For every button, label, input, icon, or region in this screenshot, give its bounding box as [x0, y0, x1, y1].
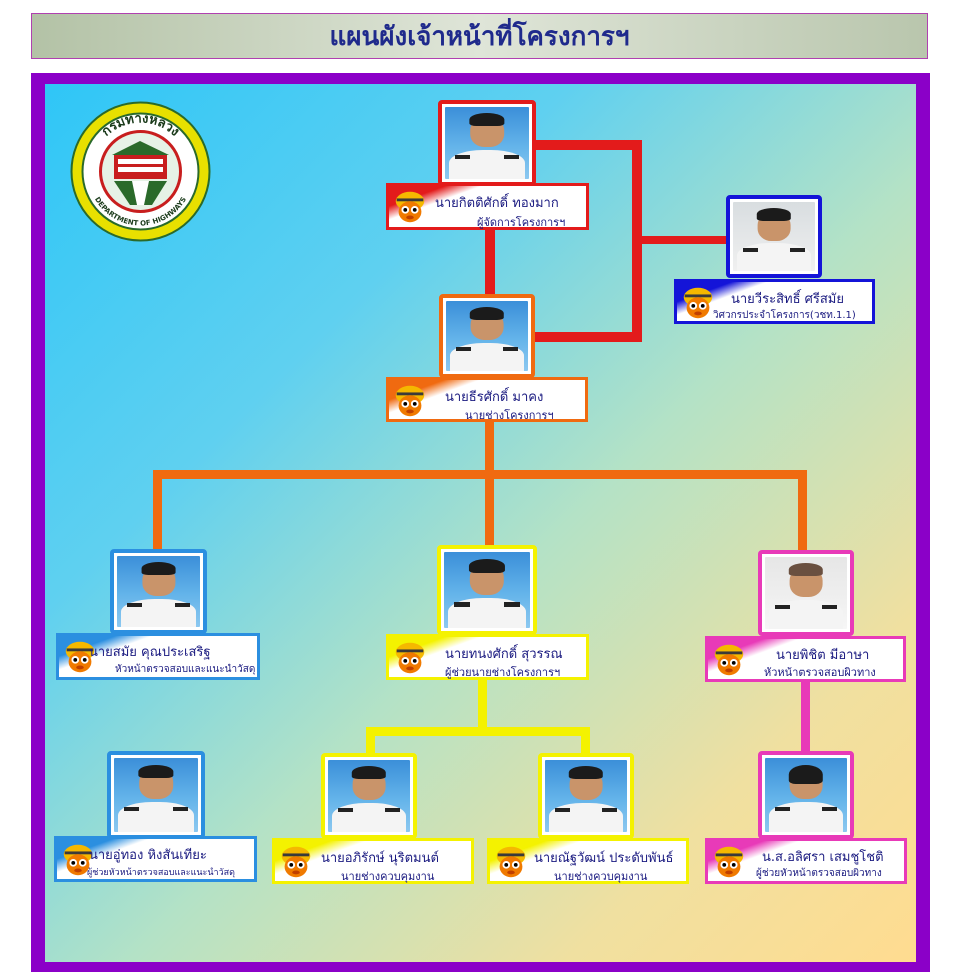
name-card-pavement-head: นายพิชิต มีอาษา หัวหน้าตรวจสอบผิวทาง — [705, 636, 906, 682]
staff-name-assistant-materials-head: นายอู่ทอง หิงสันเทียะ — [89, 848, 207, 863]
staff-name-assistant-technician: นายทนงศักดิ์ สุวรรณ — [445, 647, 563, 662]
name-card-engineer: นายวีระสิทธิ์ ศรีสมัย วิศวกรประจำโครงการ… — [674, 279, 875, 324]
title-bar: แผนผังเจ้าหน้าที่โครงการฯ — [31, 13, 928, 59]
page-title: แผนผังเจ้าหน้าที่โครงการฯ — [329, 21, 630, 52]
mascot-icon — [395, 642, 425, 674]
mascot-icon — [65, 641, 95, 673]
portrait-technician — [446, 301, 528, 371]
photo-frame-technician — [439, 294, 535, 378]
photo-frame-assistant-technician — [437, 545, 537, 635]
photo-frame-manager — [438, 100, 536, 186]
name-card-materials-head: นายสมัย คุณประเสริฐ หัวหน้าตรวจสอบและแนะ… — [56, 633, 260, 680]
portrait-inspector-1 — [328, 760, 410, 832]
photo-frame-inspector-1 — [321, 753, 417, 839]
staff-role-inspector-2: นายช่างควบคุมงาน — [554, 870, 648, 883]
connector-orange-left — [153, 470, 162, 550]
photo-frame-materials-head — [110, 549, 207, 634]
mascot-icon — [683, 287, 713, 319]
connector-orange-vertical — [485, 421, 494, 548]
connector-red-vertical — [485, 228, 495, 298]
staff-name-assistant-pavement-head: น.ส.อลิศรา เสมชูโชติ — [762, 850, 884, 865]
name-card-manager: นายกิตติศักดิ์ ทองมาก ผู้จัดการโครงการฯ — [386, 183, 589, 230]
connector-yellow-horizontal — [366, 727, 590, 736]
portrait-inspector-2 — [545, 760, 627, 832]
portrait-pavement-head — [765, 557, 847, 629]
connector-yellow-vertical — [478, 678, 487, 728]
connector-red-bottom — [532, 332, 642, 342]
mascot-icon — [714, 644, 744, 676]
staff-name-inspector-2: นายณัฐวัฒน์ ประดับพันธ์ — [534, 851, 674, 866]
staff-role-technician: นายช่างโครงการฯ — [465, 409, 554, 422]
name-card-technician: นายธีรศักดิ์ มาคง นายช่างโครงการฯ — [386, 377, 588, 422]
staff-name-inspector-1: นายอภิรักษ์ นุริตมนต์ — [321, 851, 439, 866]
photo-frame-engineer — [726, 195, 822, 278]
connector-orange-right — [798, 470, 807, 550]
mascot-icon — [395, 385, 425, 417]
staff-name-manager: นายกิตติศักดิ์ ทองมาก — [435, 196, 559, 211]
staff-role-assistant-materials-head: ผู้ช่วยหัวหน้าตรวจสอบและแนะนำวัสดุ — [87, 868, 235, 878]
portrait-assistant-pavement-head — [765, 758, 847, 832]
name-card-assistant-pavement-head: น.ส.อลิศรา เสมชูโชติ ผู้ช่วยหัวหน้าตรวจส… — [705, 838, 907, 884]
mascot-icon — [496, 846, 526, 878]
staff-role-engineer: วิศวกรประจำโครงการ(วชท.1.1) — [713, 310, 856, 321]
staff-role-assistant-pavement-head: ผู้ช่วยหัวหน้าตรวจสอบผิวทาง — [756, 868, 882, 879]
staff-role-assistant-technician: ผู้ช่วยนายช่างโครงการฯ — [445, 666, 561, 679]
name-card-assistant-technician: นายทนงศักดิ์ สุวรรณ ผู้ช่วยนายช่างโครงกา… — [386, 634, 589, 680]
photo-frame-assistant-pavement-head — [758, 751, 854, 839]
highways-department-logo: กรมทางหลวง DEPARTMENT OF HIGHWAYS — [70, 101, 211, 242]
mascot-icon — [395, 191, 425, 223]
connector-yellow-right — [581, 727, 590, 755]
mascot-icon — [281, 846, 311, 878]
staff-name-technician: นายธีรศักดิ์ มาคง — [445, 390, 544, 405]
staff-role-inspector-1: นายช่างควบคุมงาน — [341, 870, 435, 883]
staff-name-pavement-head: นายพิชิต มีอาษา — [776, 648, 870, 663]
mascot-icon — [63, 844, 93, 876]
portrait-engineer — [733, 202, 815, 271]
staff-role-materials-head: หัวหน้าตรวจสอบและแนะนำวัสดุ — [115, 664, 256, 675]
portrait-manager — [445, 107, 529, 179]
staff-role-manager: ผู้จัดการโครงการฯ — [477, 216, 566, 229]
name-card-inspector-2: นายณัฐวัฒน์ ประดับพันธ์ นายช่างควบคุมงาน — [487, 838, 689, 884]
portrait-assistant-technician — [444, 552, 530, 628]
name-card-inspector-1: นายอภิรักษ์ นุริตมนต์ นายช่างควบคุมงาน — [272, 838, 474, 884]
mascot-icon — [714, 846, 744, 878]
staff-role-pavement-head: หัวหน้าตรวจสอบผิวทาง — [764, 666, 876, 679]
name-card-assistant-materials-head: นายอู่ทอง หิงสันเทียะ ผู้ช่วยหัวหน้าตรวจ… — [54, 836, 257, 882]
connector-orange-horizontal — [153, 470, 807, 479]
connector-yellow-left — [366, 727, 375, 755]
connector-red-top — [532, 140, 642, 150]
staff-name-materials-head: นายสมัย คุณประเสริฐ — [89, 645, 211, 660]
photo-frame-pavement-head — [758, 550, 854, 636]
portrait-assistant-materials-head — [114, 758, 198, 832]
connector-red-advisor — [642, 236, 728, 244]
connector-red-right — [632, 140, 642, 342]
photo-frame-assistant-materials-head — [107, 751, 205, 839]
portrait-materials-head — [117, 556, 200, 627]
staff-name-engineer: นายวีระสิทธิ์ ศรีสมัย — [731, 292, 844, 307]
photo-frame-inspector-2 — [538, 753, 634, 839]
connector-pink-vertical — [801, 682, 810, 752]
